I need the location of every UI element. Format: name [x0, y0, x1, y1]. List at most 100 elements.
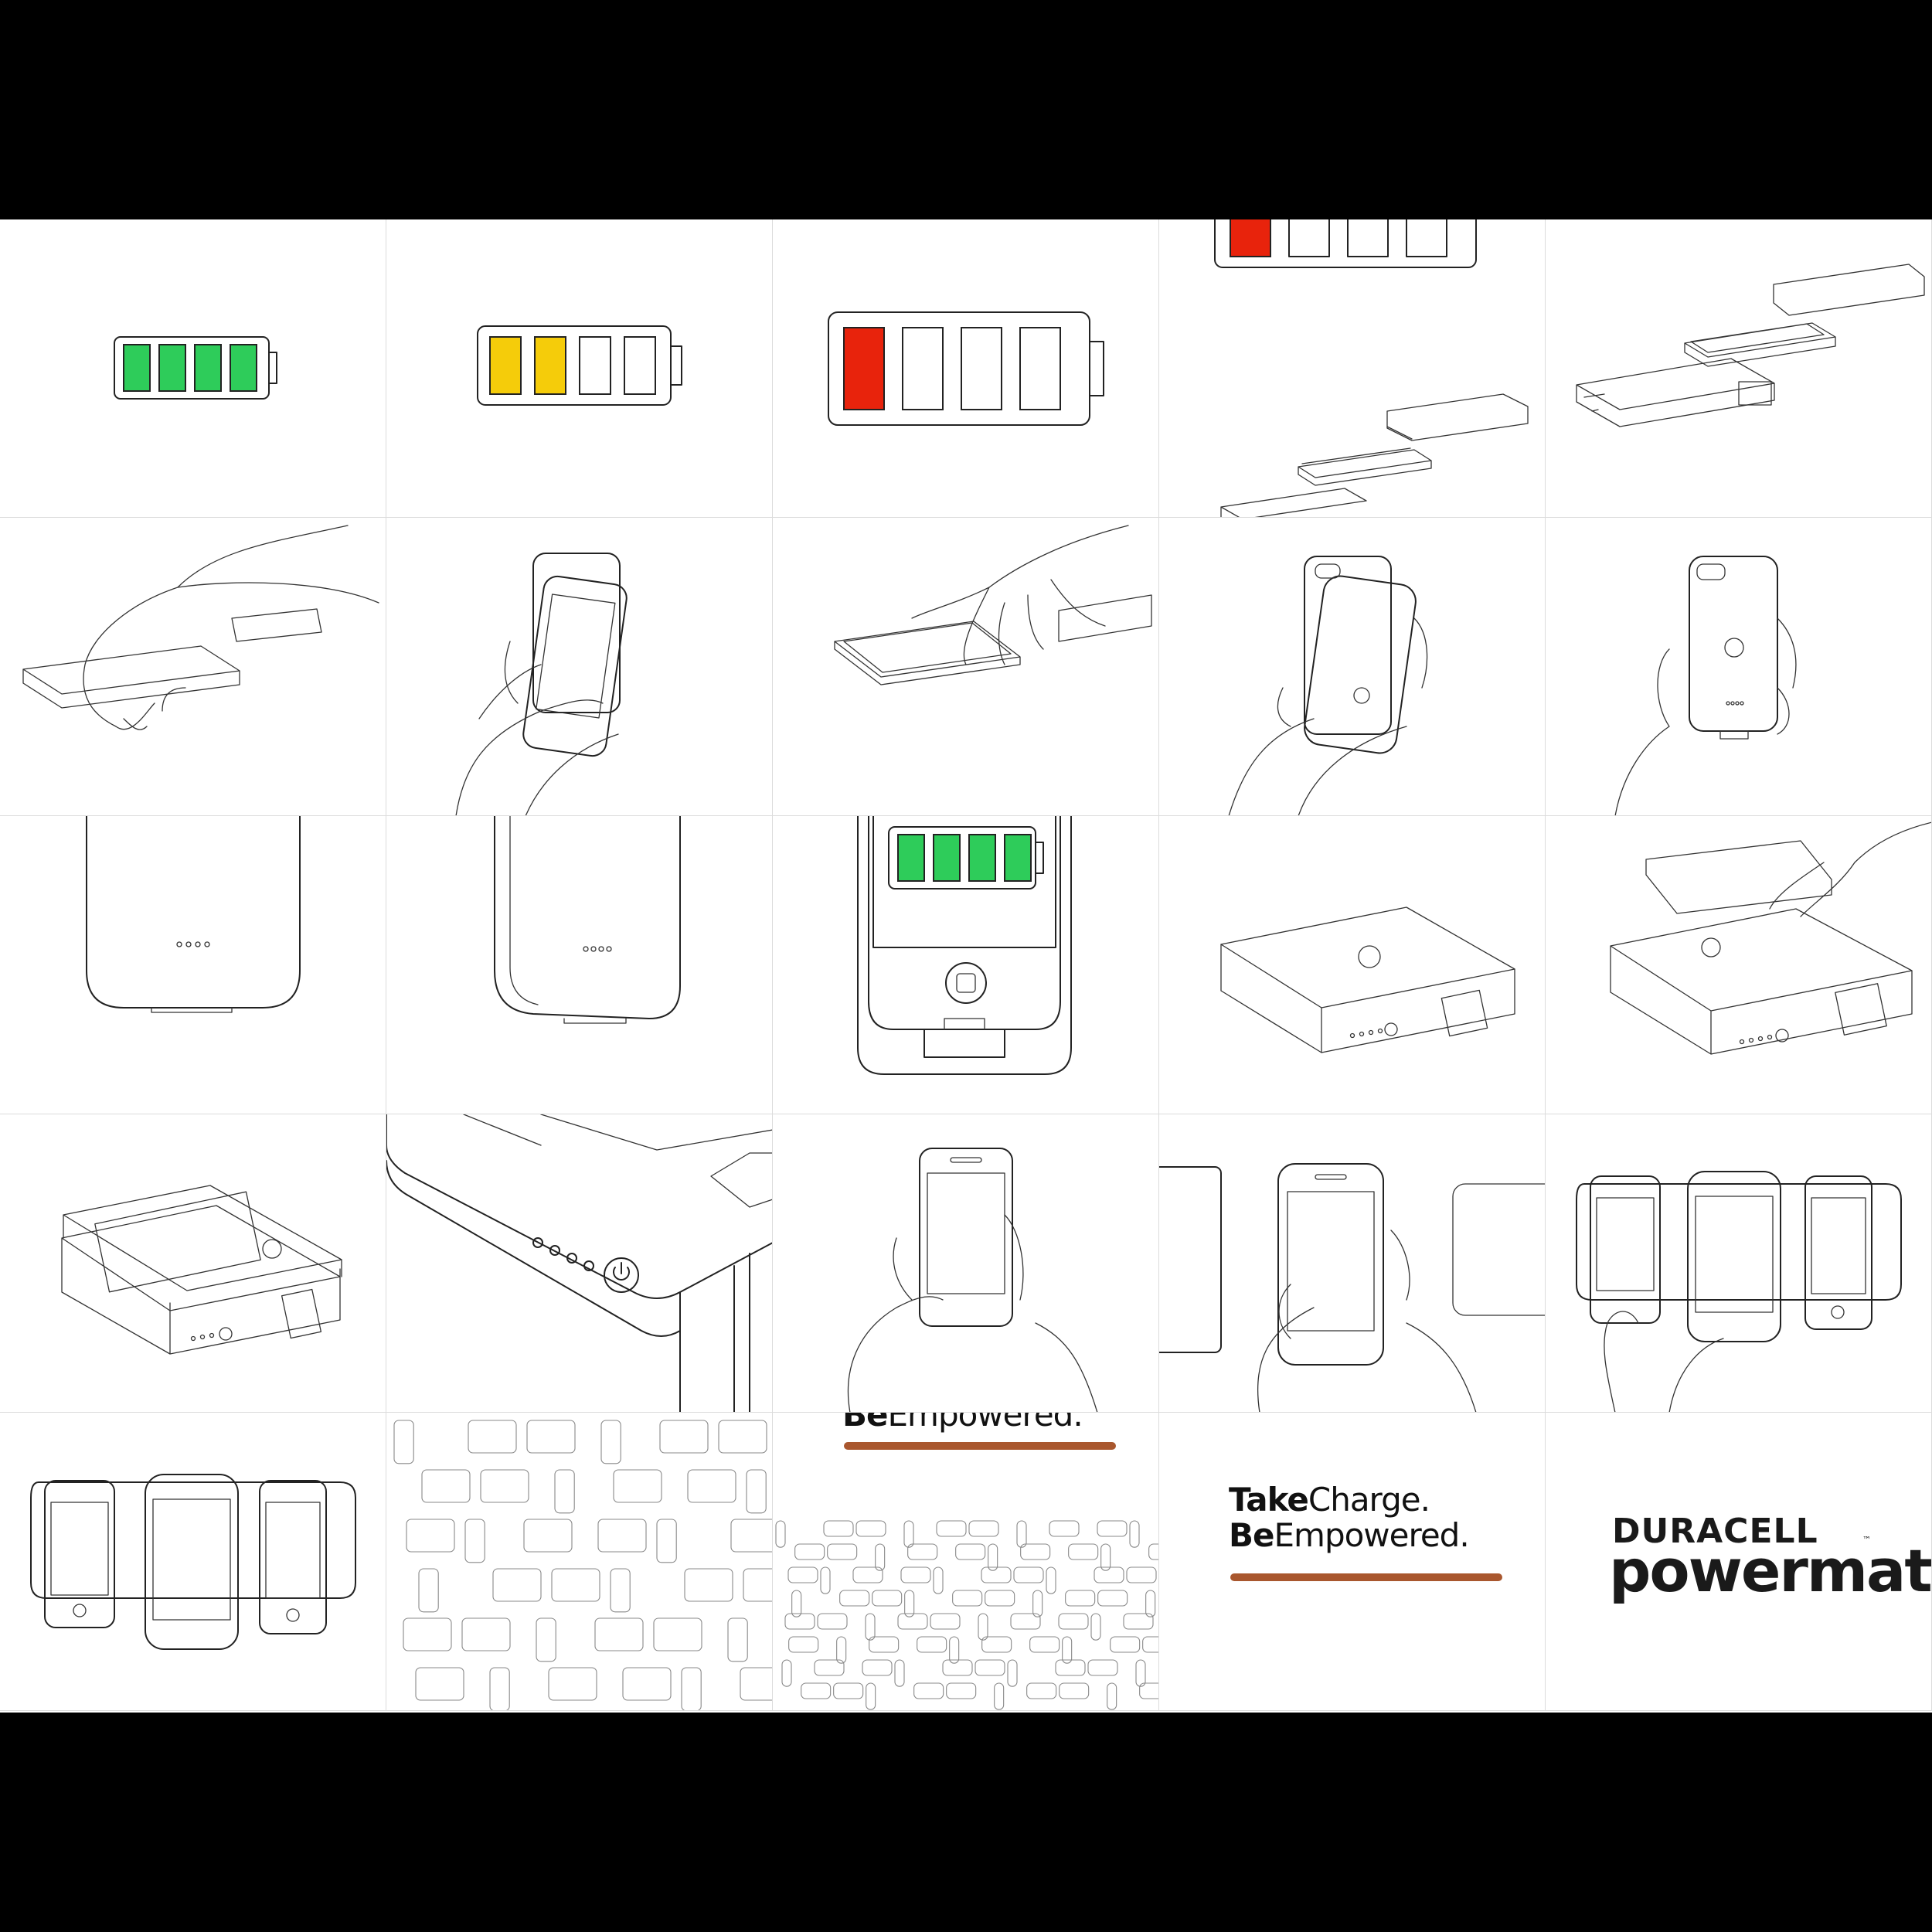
phone-outline [865, 1613, 876, 1641]
phone-outline [814, 1659, 845, 1676]
phone-outline [903, 1520, 914, 1548]
phone-outline [526, 1420, 576, 1454]
tagline-line1: TakeCharge. [1229, 1481, 1430, 1519]
battery-segment [902, 327, 944, 410]
phone-outline [551, 1568, 600, 1602]
phone-outline [827, 1543, 858, 1560]
phone-outline [1135, 1659, 1146, 1687]
panel-slide-phone [1159, 518, 1546, 816]
letterbox-bottom [0, 1713, 1932, 1932]
phone-outline [1010, 1613, 1041, 1630]
panel-press-phone [773, 518, 1159, 816]
panel-battery-full [0, 219, 386, 518]
battery-segment [968, 834, 996, 882]
phone-outline [746, 1469, 767, 1514]
phone-outline [523, 1519, 573, 1553]
phone-outline [897, 1613, 928, 1630]
phone-outline [1107, 1682, 1117, 1710]
phone-outline [1065, 1590, 1096, 1607]
hand-phone-drawing [847, 1148, 1098, 1412]
battery-segment [230, 344, 257, 392]
phone-outline [1046, 1566, 1056, 1594]
phone-outline [894, 1659, 905, 1687]
phone-outline [464, 1519, 485, 1563]
battery-segment [1019, 327, 1061, 410]
phone-outline [1097, 1520, 1128, 1537]
phone-outline [1094, 1566, 1124, 1583]
phone-outline [421, 1469, 471, 1503]
phone-outline [597, 1519, 647, 1553]
panel-three-phones [0, 1413, 386, 1711]
phone-outline [656, 1519, 677, 1563]
phone-outline [1026, 1682, 1057, 1699]
phone-outline [839, 1590, 870, 1607]
phone-outline [480, 1469, 529, 1503]
phone-outline [718, 1420, 767, 1454]
trademark-mark: ™ [1862, 1535, 1871, 1545]
phone-outline [681, 1667, 702, 1710]
hand-phone-drawing [1228, 556, 1428, 815]
phone-outline [930, 1613, 961, 1630]
panel-case-back-angle [386, 816, 773, 1114]
phone-outline [946, 1682, 977, 1699]
battery-half-icon [477, 325, 682, 406]
phone-outline [775, 1520, 786, 1548]
panel-powermat-pad [1159, 816, 1546, 1114]
phone-outline [687, 1469, 736, 1503]
phone-outline [1059, 1682, 1090, 1699]
powermat-closeup-drawing [386, 1114, 772, 1412]
powermat-pad-drawing [1610, 821, 1931, 1055]
hand-phone-drawing [455, 553, 628, 815]
brand-wordmark: DURACELL [1612, 1512, 1818, 1551]
panel-hold-phone [773, 1114, 1159, 1413]
phone-outline [787, 1566, 818, 1583]
three-phones-drawing [1576, 1171, 1902, 1412]
battery-full-icon [114, 336, 277, 400]
battery-segment [579, 336, 611, 395]
phone-outline [1016, 1520, 1027, 1548]
phone-outline [981, 1566, 1012, 1583]
battery-segment [158, 344, 186, 392]
phone-outline [1087, 1659, 1118, 1676]
phone-outline [784, 1613, 815, 1630]
panel-place-phone-on-pad [1546, 816, 1932, 1114]
product-wordmark: powermat [1609, 1536, 1931, 1605]
three-phones-drawing [30, 1474, 356, 1650]
phone-outline [613, 1469, 662, 1503]
panel-tagline: TakeCharge. BeEmpowered. [1159, 1413, 1546, 1711]
phone-outline [684, 1568, 733, 1602]
phone-outline [994, 1682, 1005, 1710]
phone-outline [548, 1667, 597, 1701]
storyboard-sheet: BeEmpowered. TakeCharge. BeEmpowered. DU… [0, 219, 1932, 1713]
panel-insert-pack [0, 518, 386, 816]
phone-outline [1090, 1613, 1101, 1641]
phone-outline [600, 1420, 621, 1464]
phone-outline [1055, 1659, 1086, 1676]
phone-outline [820, 1566, 831, 1594]
panel-case-back [0, 816, 386, 1114]
phone-outline [1032, 1590, 1043, 1617]
phone-outline [985, 1590, 1015, 1607]
tagline-line2-cropped: BeEmpowered. [842, 1413, 1083, 1434]
battery-segment [933, 834, 961, 882]
phone-outline [594, 1617, 644, 1651]
phone-outline [1029, 1636, 1060, 1653]
phone-outline [975, 1659, 1005, 1676]
phone-outline [794, 1543, 825, 1560]
phone-outline [862, 1659, 893, 1676]
phone-outline [1100, 1543, 1111, 1571]
case-parts-drawing [1214, 219, 1529, 517]
panel-logo: DURACELL powermat ™ [1546, 1413, 1932, 1711]
phone-outline [978, 1613, 988, 1641]
phone-outline [1007, 1659, 1018, 1687]
phones-pattern-drawing [775, 1520, 1158, 1710]
phone-outline [872, 1590, 903, 1607]
battery-segment [843, 327, 885, 410]
powermat-pad-drawing [61, 1185, 342, 1355]
battery-segment [123, 344, 151, 392]
phone-outline [1129, 1520, 1140, 1548]
phone-outline [988, 1543, 998, 1571]
powermat-pad-drawing [1220, 906, 1515, 1053]
panel-hold-phone-2 [1159, 1114, 1546, 1413]
phone-outline [955, 1543, 986, 1560]
